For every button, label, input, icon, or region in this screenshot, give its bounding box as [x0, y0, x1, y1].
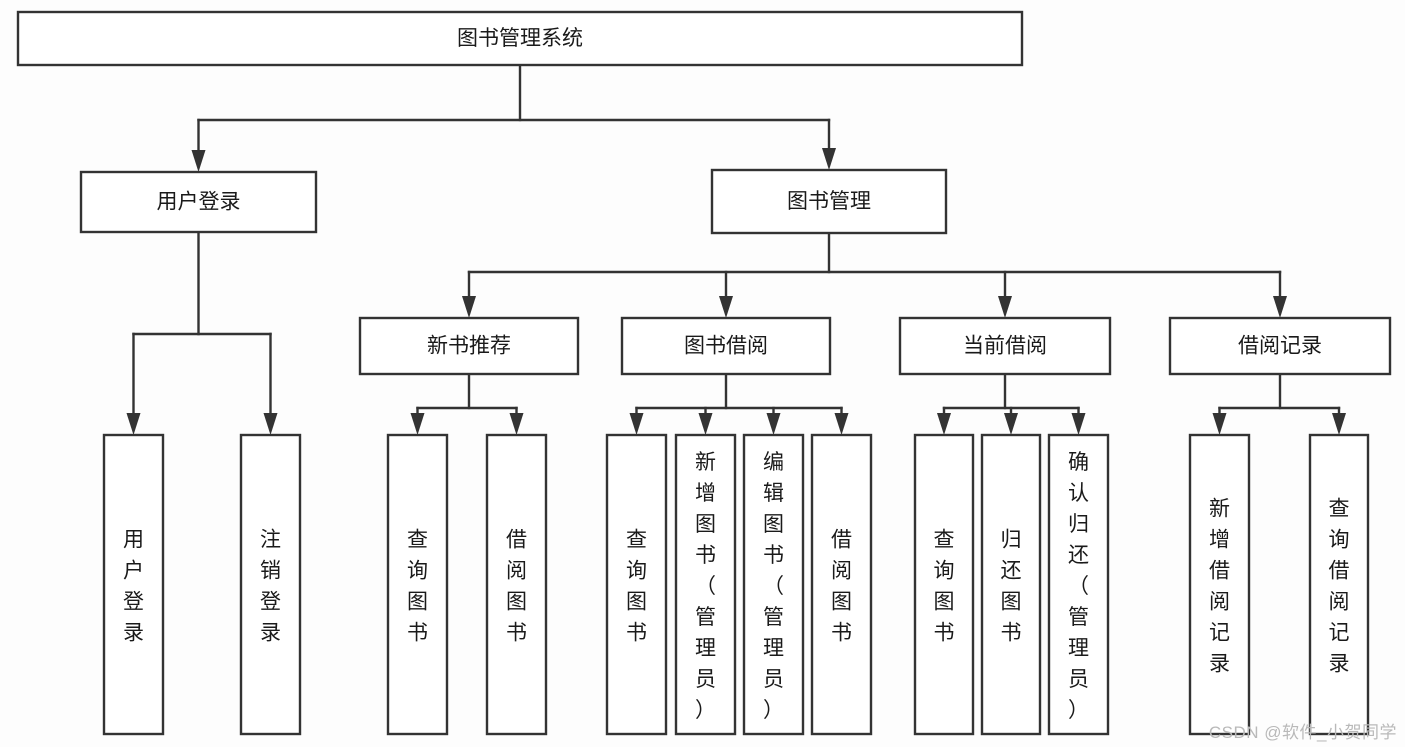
arrow-head-icon	[998, 296, 1012, 318]
node-leaf-br-query[interactable]: 查询借阅记录	[1308, 433, 1370, 736]
node-box	[485, 433, 548, 736]
node-book-borrow[interactable]: 图书借阅	[620, 316, 832, 376]
node-label: 新增借阅记录	[1209, 498, 1230, 676]
node-box	[1047, 433, 1110, 736]
node-leaf-br-add[interactable]: 新增借阅记录	[1188, 433, 1251, 736]
node-label: 归还图书	[1001, 529, 1022, 645]
arrow-head-icon	[1332, 413, 1346, 435]
node-label: 新书推荐	[427, 335, 511, 358]
node-label: 图书管理系统	[457, 27, 583, 50]
node-leaf-cb-query[interactable]: 查询图书	[913, 433, 975, 736]
node-label: 用户登录	[123, 529, 144, 645]
arrow-head-icon	[629, 413, 644, 435]
node-label: 图书借阅	[684, 335, 768, 358]
arrow-head-icon	[410, 413, 425, 435]
arrow-head-icon	[509, 413, 524, 435]
arrow-head-icon	[1212, 413, 1227, 435]
node-leaf-bb-add[interactable]: 新增图书（管理员）	[674, 433, 737, 736]
node-box	[386, 433, 449, 736]
node-leaf-user-login[interactable]: 用户登录	[102, 433, 165, 736]
node-user-login[interactable]: 用户登录	[79, 170, 318, 234]
node-box	[239, 433, 302, 736]
node-box	[620, 316, 832, 376]
arrow-head-icon	[191, 150, 206, 172]
node-box	[102, 433, 165, 736]
arrow-head-icon	[1004, 413, 1018, 435]
node-label: 查询图书	[407, 529, 428, 645]
arrow-head-icon	[126, 413, 141, 435]
node-label: 借阅图书	[831, 529, 852, 645]
arrow-head-icon	[834, 413, 849, 435]
arrow-head-icon	[698, 413, 713, 435]
node-leaf-bb-borrow[interactable]: 借阅图书	[810, 433, 873, 736]
node-leaf-nbr-borrow[interactable]: 借阅图书	[485, 433, 548, 736]
node-leaf-bb-query[interactable]: 查询图书	[605, 433, 668, 736]
node-box	[605, 433, 668, 736]
node-box	[1308, 433, 1370, 736]
node-label: 借阅图书	[506, 529, 527, 645]
node-box	[898, 316, 1112, 376]
connector-layer	[126, 63, 1346, 435]
node-box	[358, 316, 580, 376]
node-layer: 图书管理系统用户登录图书管理新书推荐图书借阅当前借阅借阅记录用户登录注销登录查询…	[16, 10, 1392, 736]
node-label: 图书管理	[787, 190, 871, 213]
node-current-borrow[interactable]: 当前借阅	[898, 316, 1112, 376]
node-box	[16, 10, 1024, 67]
arrow-head-icon	[822, 148, 836, 170]
arrow-head-icon	[719, 296, 733, 318]
node-borrow-record[interactable]: 借阅记录	[1168, 316, 1392, 376]
node-box	[913, 433, 975, 736]
node-label: 注销登录	[260, 529, 281, 645]
node-label: 确认归还（管理员）	[1068, 451, 1089, 722]
node-box	[79, 170, 318, 234]
node-leaf-cb-confirm[interactable]: 确认归还（管理员）	[1047, 433, 1110, 736]
arrow-head-icon	[766, 413, 781, 435]
csdn-watermark: CSDN @软件_小贺同学	[1208, 723, 1397, 742]
node-root[interactable]: 图书管理系统	[16, 10, 1024, 67]
node-new-book-rec[interactable]: 新书推荐	[358, 316, 580, 376]
node-label: 用户登录	[157, 191, 241, 214]
node-leaf-bb-edit[interactable]: 编辑图书（管理员）	[742, 433, 805, 736]
node-box	[742, 433, 805, 736]
arrow-head-icon	[1071, 413, 1086, 435]
node-leaf-user-logout[interactable]: 注销登录	[239, 433, 302, 736]
node-leaf-cb-return[interactable]: 归还图书	[980, 433, 1042, 736]
node-label: 查询图书	[626, 529, 647, 645]
node-label: 查询图书	[934, 529, 955, 645]
node-label: 当前借阅	[963, 335, 1047, 358]
node-book-manage[interactable]: 图书管理	[710, 168, 948, 235]
arrow-head-icon	[462, 296, 476, 318]
arrow-head-icon	[937, 413, 951, 435]
node-label: 新增图书（管理员）	[695, 451, 716, 722]
node-box	[674, 433, 737, 736]
arrow-head-icon	[1273, 296, 1287, 318]
arrow-head-icon	[263, 413, 278, 435]
node-box	[1168, 316, 1392, 376]
node-label: 借阅记录	[1238, 335, 1322, 358]
node-label: 编辑图书（管理员）	[763, 451, 784, 722]
node-box	[710, 168, 948, 235]
node-leaf-nbr-query[interactable]: 查询图书	[386, 433, 449, 736]
node-label: 查询借阅记录	[1329, 498, 1350, 676]
node-box	[810, 433, 873, 736]
node-box	[1188, 433, 1251, 736]
node-box	[980, 433, 1042, 736]
